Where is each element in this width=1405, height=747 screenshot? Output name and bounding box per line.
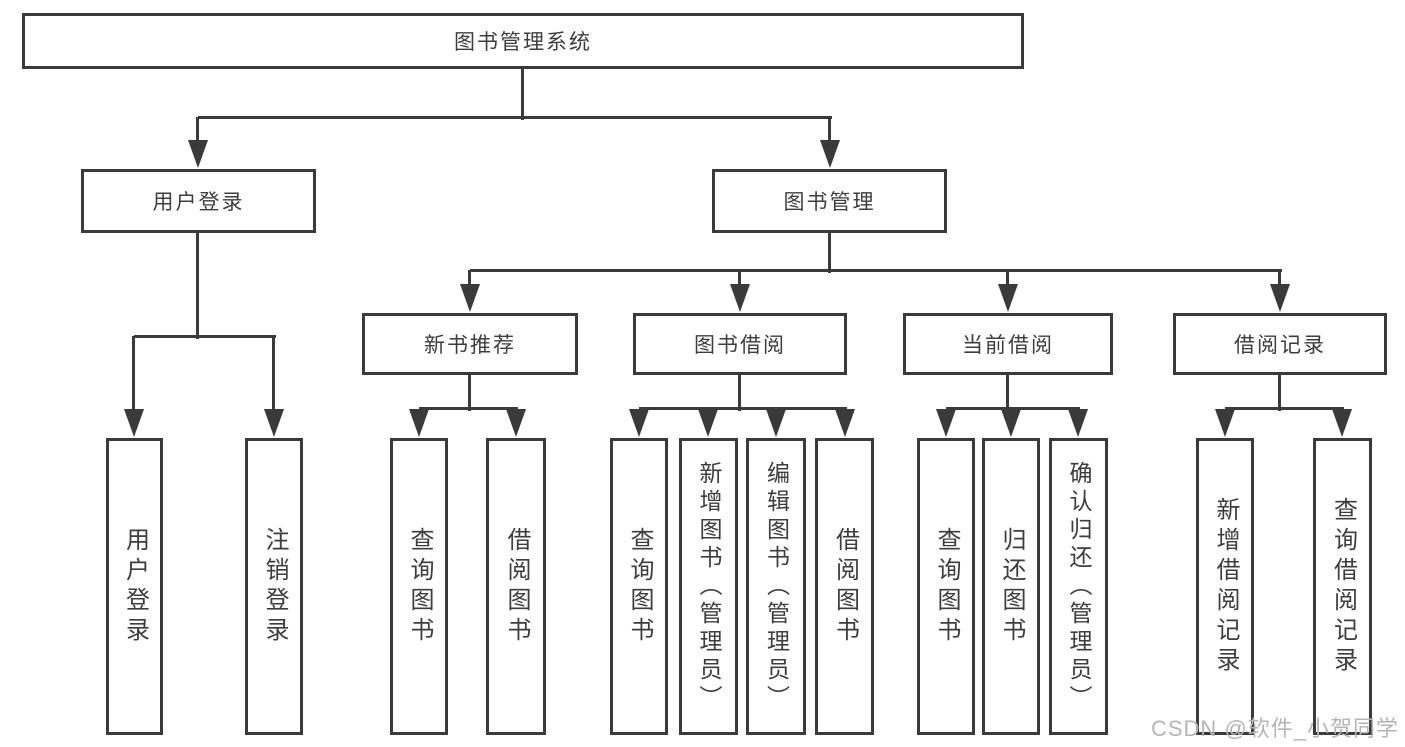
connector-vertical-line: [521, 69, 524, 120]
connector-arrow-down-icon: [936, 409, 956, 437]
connector-vertical-line: [272, 336, 275, 414]
node-label: 用户登录: [121, 526, 149, 647]
node-label: 当前借阅: [962, 334, 1054, 357]
node-label: 新增图书（管理员）: [696, 460, 722, 713]
connector-vertical-line: [468, 270, 471, 292]
connector-vertical-line: [1278, 375, 1281, 411]
node-label: 确认归还（管理员）: [1066, 460, 1092, 713]
node-leaf-add-books-admin: 新增图书（管理员）: [679, 438, 738, 735]
connector-arrow-down-icon: [1215, 409, 1235, 437]
node-label: 新书推荐: [424, 334, 516, 357]
connector-arrow-down-icon: [409, 409, 429, 437]
connector-vertical-line: [1006, 375, 1009, 411]
node-label: 查询图书: [933, 526, 960, 647]
node-label: 图书借阅: [694, 334, 786, 357]
connector-arrow-down-icon: [730, 284, 750, 312]
node-leaf-return-books: 归还图书: [982, 438, 1040, 735]
node-book-management: 图书管理: [712, 169, 947, 233]
node-label: 编辑图书（管理员）: [763, 460, 790, 713]
connector-horizontal-line: [134, 335, 276, 338]
connector-arrow-down-icon: [1332, 409, 1352, 437]
node-leaf-edit-books-admin: 编辑图书（管理员）: [746, 438, 806, 735]
connector-arrow-down-icon: [1068, 409, 1088, 437]
node-label: 查询借阅记录: [1329, 496, 1357, 677]
connector-arrow-down-icon: [835, 409, 855, 437]
node-leaf-add-borrow-record: 新增借阅记录: [1196, 438, 1254, 735]
connector-vertical-line: [1006, 270, 1009, 292]
node-label: 查询图书: [406, 526, 433, 647]
node-leaf-logout: 注销登录: [245, 438, 303, 735]
connector-arrow-down-icon: [506, 409, 526, 437]
connector-arrow-down-icon: [460, 284, 480, 312]
node-leaf-query-books-borrow: 查询图书: [610, 438, 668, 735]
connector-arrow-down-icon: [188, 140, 208, 168]
node-leaf-borrow-books-recommend: 借阅图书: [486, 438, 546, 735]
connector-vertical-line: [468, 375, 471, 411]
connector-arrow-down-icon: [264, 409, 284, 437]
connector-arrow-down-icon: [766, 409, 786, 437]
node-new-book-recommend: 新书推荐: [362, 313, 578, 375]
connector-arrow-down-icon: [629, 409, 649, 437]
node-root-system: 图书管理系统: [22, 13, 1024, 69]
node-leaf-user-login: 用户登录: [106, 438, 163, 735]
node-current-borrowing: 当前借阅: [903, 313, 1113, 375]
node-borrowing-records: 借阅记录: [1173, 313, 1387, 375]
node-leaf-confirm-return-admin: 确认归还（管理员）: [1049, 438, 1108, 735]
connector-horizontal-line: [470, 269, 1282, 272]
connector-horizontal-line: [639, 407, 847, 410]
node-label: 借阅记录: [1234, 334, 1326, 357]
node-label: 借阅图书: [503, 526, 530, 647]
connector-vertical-line: [1278, 270, 1281, 292]
connector-arrow-down-icon: [698, 409, 718, 437]
connector-arrow-down-icon: [998, 284, 1018, 312]
node-leaf-query-borrow-record: 查询借阅记录: [1313, 438, 1372, 735]
connector-horizontal-line: [946, 407, 1080, 410]
connector-arrow-down-icon: [1270, 284, 1290, 312]
node-user-login: 用户登录: [81, 169, 316, 233]
connector-vertical-line: [738, 270, 741, 292]
node-label: 归还图书: [998, 526, 1025, 647]
node-label: 查询图书: [626, 526, 653, 647]
connector-vertical-line: [738, 375, 741, 411]
node-leaf-query-books-recommend: 查询图书: [390, 438, 448, 735]
node-label: 借阅图书: [831, 526, 859, 647]
node-label: 新增借阅记录: [1212, 496, 1239, 677]
connector-vertical-line: [828, 233, 831, 273]
node-leaf-query-books-current: 查询图书: [917, 438, 975, 735]
node-label: 注销登录: [261, 526, 288, 647]
connector-vertical-line: [196, 117, 199, 147]
connector-vertical-line: [828, 117, 831, 147]
node-label: 图书管理: [783, 191, 876, 214]
connector-arrow-down-icon: [124, 409, 144, 437]
connector-vertical-line: [132, 336, 135, 414]
connector-vertical-line: [196, 233, 199, 339]
node-book-borrowing: 图书借阅: [633, 313, 847, 375]
connector-horizontal-line: [1225, 407, 1344, 410]
node-label: 图书管理系统: [454, 31, 592, 54]
node-label: 用户登录: [152, 191, 245, 214]
node-leaf-borrow-books: 借阅图书: [815, 438, 874, 735]
connector-arrow-down-icon: [820, 140, 840, 168]
connector-arrow-down-icon: [1001, 409, 1021, 437]
connector-horizontal-line: [198, 116, 832, 119]
